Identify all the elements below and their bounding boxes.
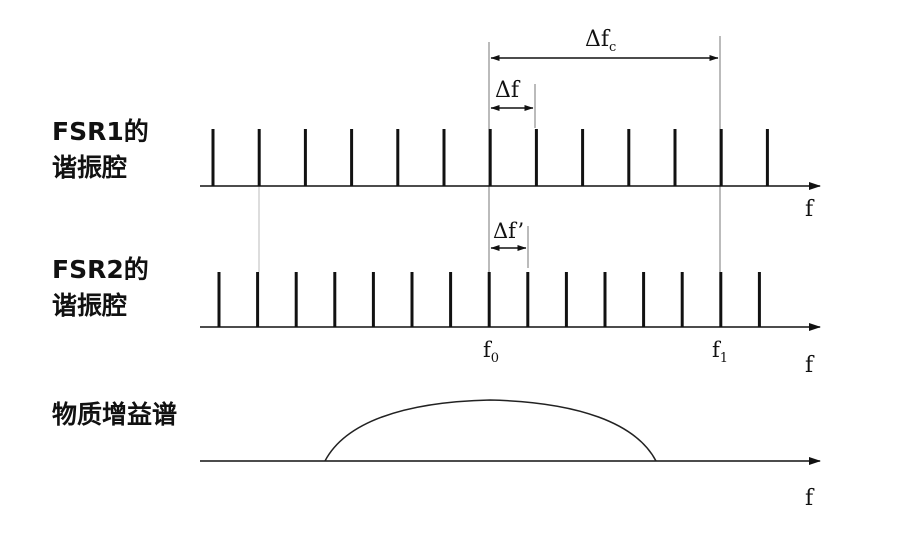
- axis-label-fsr2: f: [805, 353, 815, 378]
- fsr2-label-line2: 谐振腔: [52, 291, 128, 320]
- fsr2-label: FSR2的 谐振腔: [52, 252, 149, 324]
- delta-f-prime-label: Δf’: [493, 219, 524, 243]
- f0-marker-label: f0: [483, 338, 499, 366]
- delta-f-label: Δf: [495, 78, 521, 103]
- fsr1-label: FSR1的 谐振腔: [52, 114, 149, 186]
- fsr1-label-line1: FSR1的: [52, 117, 149, 146]
- fsr2-label-line1: FSR2的: [52, 255, 149, 284]
- gain-spectrum-label-text: 物质增益谱: [52, 400, 178, 429]
- fsr1-label-line2: 谐振腔: [52, 153, 128, 182]
- delta-fc-label: Δfc: [585, 27, 616, 55]
- axis-label-fsr1: f: [805, 197, 815, 222]
- fsr2-comb-lines: [217, 272, 761, 327]
- axis-label-gain: f: [805, 486, 815, 511]
- gain-spectrum-label: 物质增益谱: [52, 397, 177, 433]
- f1-marker-label: f1: [712, 338, 728, 366]
- gain-spectrum-curve: [324, 399, 657, 462]
- fsr1-comb-lines: [211, 129, 769, 186]
